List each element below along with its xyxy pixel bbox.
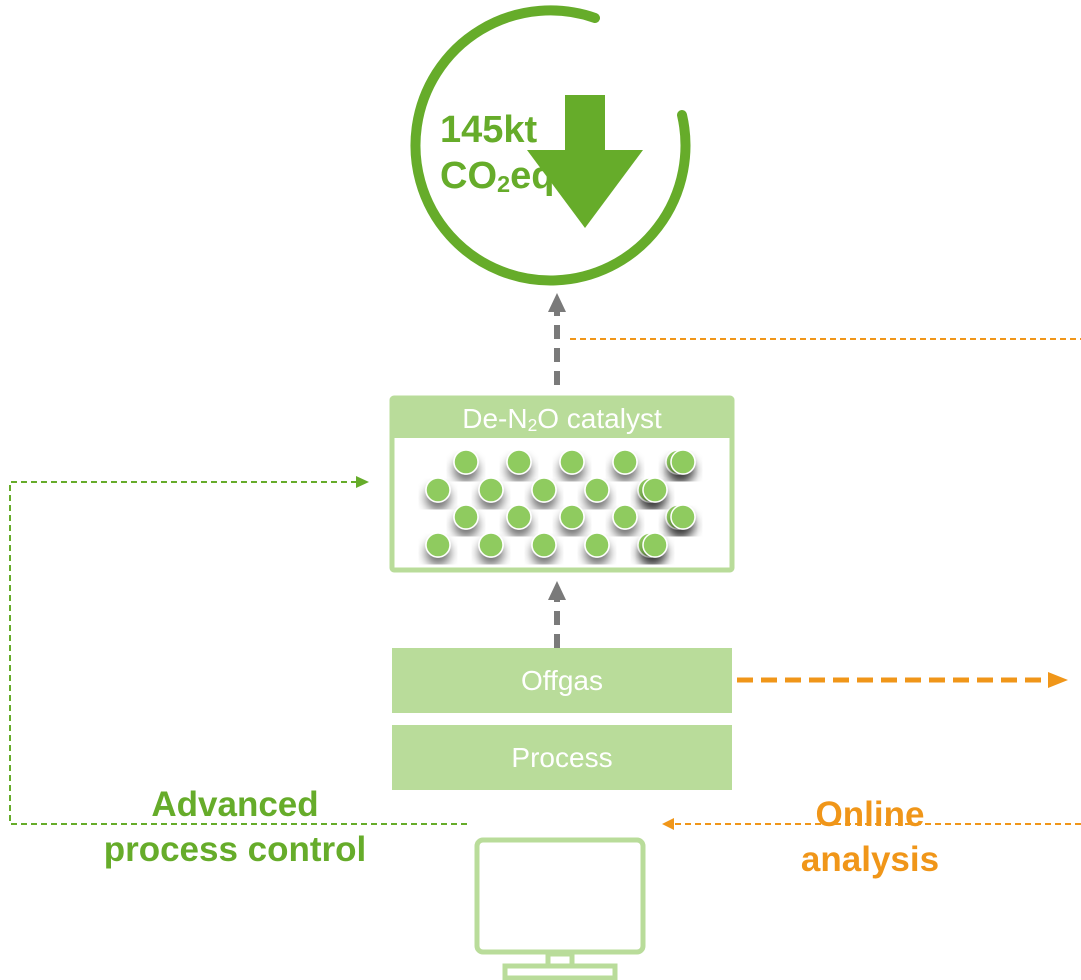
catalyst-particle <box>559 449 585 475</box>
catalyst-particle <box>642 532 668 558</box>
catalyst-particle <box>453 449 479 475</box>
flow-arrow-catalyst-to-emission <box>548 293 566 385</box>
catalyst-particles <box>425 449 696 558</box>
catalyst-particle <box>506 504 532 530</box>
catalyst-particle <box>531 477 557 503</box>
advanced-process-control-caption: Advanced process control <box>70 782 400 872</box>
catalyst-particle <box>612 504 638 530</box>
catalyst-particle <box>612 449 638 475</box>
catalyst-particle <box>478 477 504 503</box>
catalyst-particle <box>453 504 479 530</box>
offgas-to-analysis-arrow <box>737 672 1068 688</box>
monitor-icon <box>474 837 646 980</box>
offgas-label: Offgas <box>521 665 603 696</box>
catalyst-title: De-N2O catalyst <box>392 400 732 438</box>
catalyst-particle <box>531 532 557 558</box>
caption-line: Advanced <box>151 785 319 824</box>
catalyst-particle <box>478 532 504 558</box>
catalyst-particle <box>670 504 696 530</box>
catalyst-title-prefix: De-N <box>462 403 528 434</box>
catalyst-particle <box>584 532 610 558</box>
catalyst-particle <box>670 449 696 475</box>
online-analysis-caption: Online analysis <box>760 792 980 882</box>
emission-amount: 145kt <box>440 109 538 151</box>
emission-ring <box>410 5 691 286</box>
emission-unit-prefix: CO <box>440 155 497 197</box>
catalyst-title-sub: 2 <box>527 415 538 436</box>
process-box <box>392 725 732 790</box>
analysis-to-computer-arrow <box>662 818 1081 830</box>
down-arrow-icon <box>527 95 643 228</box>
caption-line: analysis <box>800 840 940 879</box>
catalyst-particle <box>506 449 532 475</box>
process-label: Process <box>511 742 613 773</box>
emission-unit-suffix: eq <box>510 155 555 197</box>
emission-unit: CO2eq <box>440 154 554 198</box>
catalyst-particle <box>425 532 451 558</box>
catalyst-particle <box>425 477 451 503</box>
control-loop-line <box>9 476 467 825</box>
caption-line: Online <box>815 795 925 834</box>
caption-line: process control <box>103 830 367 869</box>
catalyst-particle <box>584 477 610 503</box>
flow-arrow-offgas-to-catalyst <box>548 581 566 648</box>
catalyst-particle <box>559 504 585 530</box>
catalyst-box <box>389 395 735 573</box>
catalyst-title-suffix: O catalyst <box>537 403 662 434</box>
catalyst-particle <box>642 477 668 503</box>
emission-unit-sub: 2 <box>497 171 511 198</box>
offgas-box <box>392 648 732 713</box>
